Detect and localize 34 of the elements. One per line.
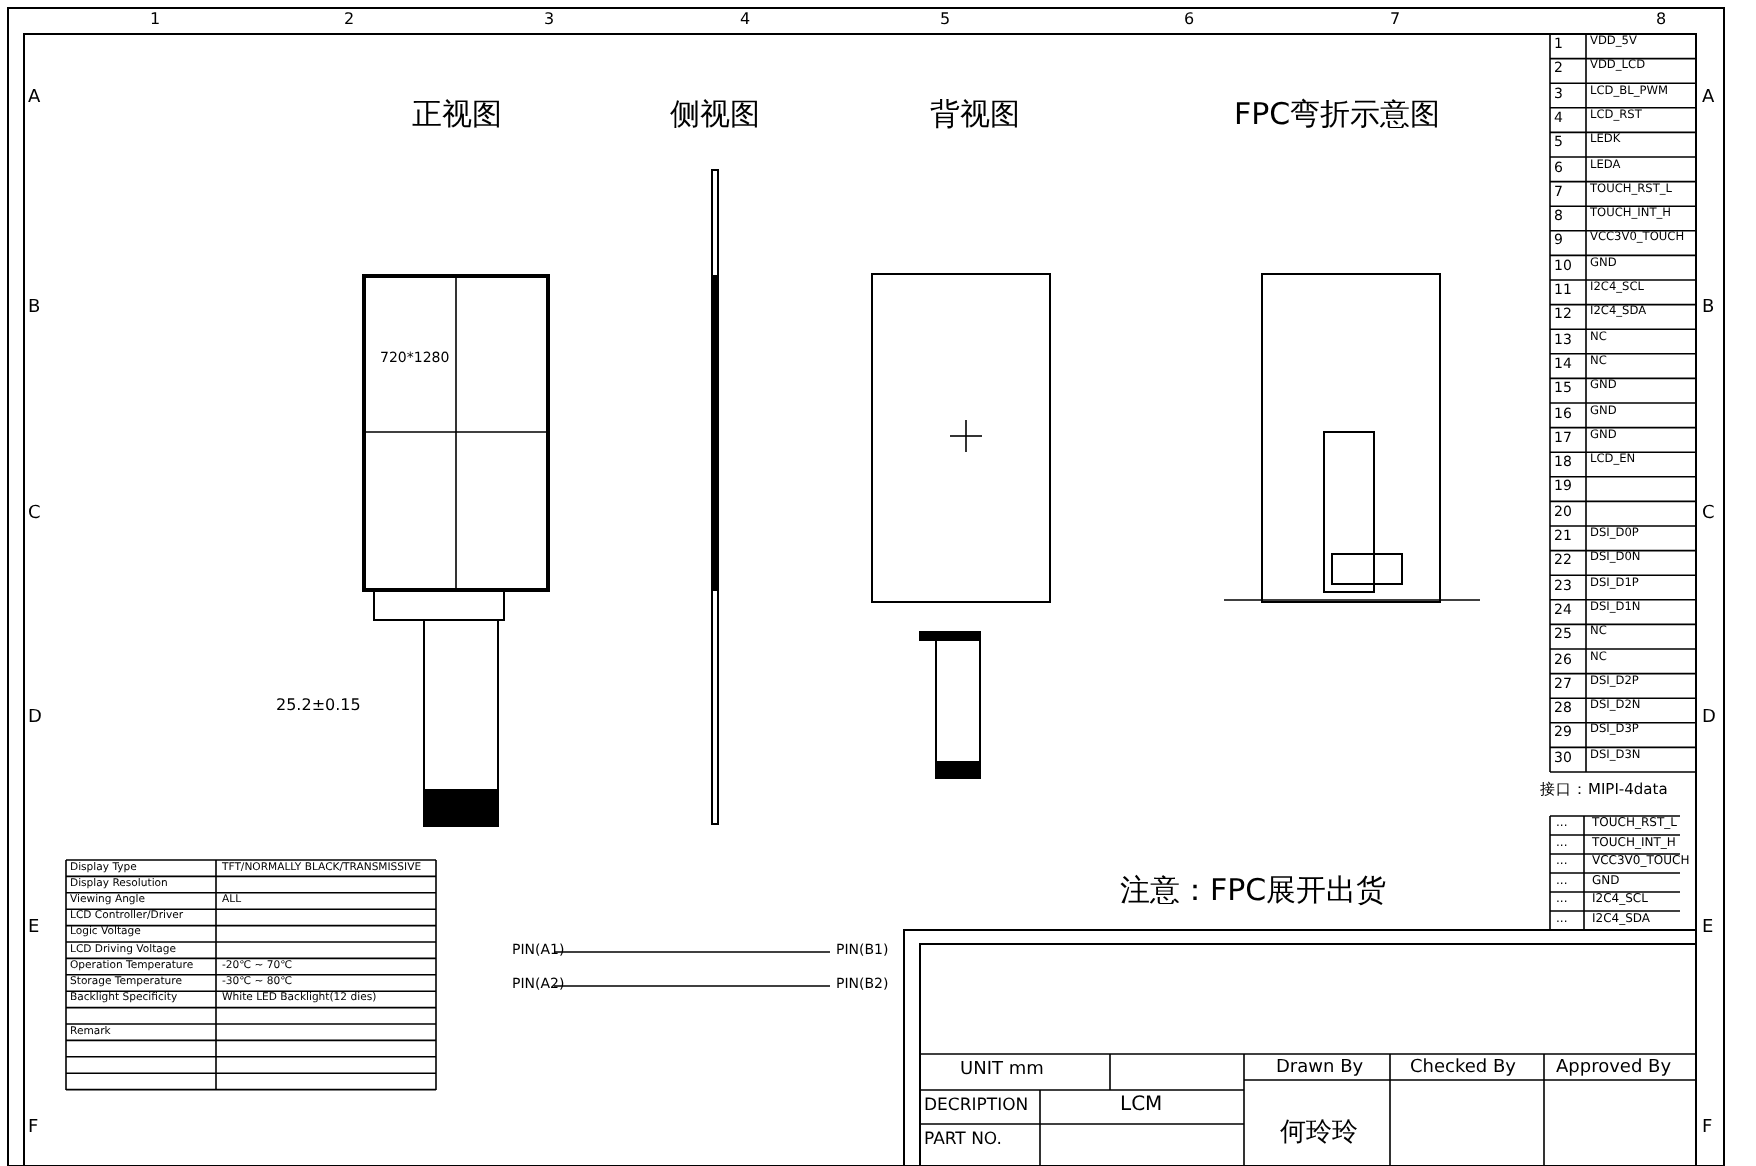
border-number: 6: [1184, 12, 1195, 28]
dimension-label: 25.2±0.15: [276, 698, 361, 714]
border-letter: C: [1702, 506, 1715, 524]
border-letter: B: [1702, 300, 1715, 318]
view-title: 正视图: [412, 100, 502, 130]
border-number: 1: [150, 12, 161, 28]
border-number: 2: [344, 12, 355, 28]
border-number: 3: [544, 12, 555, 28]
border-number: 8: [1656, 12, 1667, 28]
border-letter: E: [28, 920, 40, 938]
header-label: Approved By: [1556, 1060, 1672, 1078]
border-letter: A: [28, 90, 41, 108]
border-letter: C: [28, 506, 41, 524]
signature-text: 何玲玲: [1280, 1120, 1358, 1146]
border-letter: F: [28, 1120, 39, 1138]
border-letter: F: [1702, 1120, 1713, 1138]
border-letter: B: [28, 300, 41, 318]
border-number: 7: [1390, 12, 1401, 28]
shipping-note: 注意：FPC展开出货: [1120, 876, 1387, 906]
border-number: 4: [740, 12, 751, 28]
view-title: FPC弯折示意图: [1234, 100, 1441, 130]
field-label: PART NO.: [924, 1132, 1002, 1149]
field-label: DECRIPTION: [924, 1098, 1029, 1115]
header-label: Checked By: [1410, 1060, 1516, 1078]
unit-label: UNIT mm: [960, 1062, 1044, 1080]
border-letter: D: [1702, 710, 1716, 728]
border-letter: E: [1702, 920, 1714, 938]
header-label: Drawn By: [1276, 1060, 1364, 1078]
view-title: 背视图: [930, 100, 1020, 130]
border-number: 5: [940, 12, 951, 28]
field-value: LCM: [1120, 1096, 1163, 1116]
border-letter: A: [1702, 90, 1715, 108]
view-title: 侧视图: [670, 100, 760, 130]
border-letter: D: [28, 710, 42, 728]
